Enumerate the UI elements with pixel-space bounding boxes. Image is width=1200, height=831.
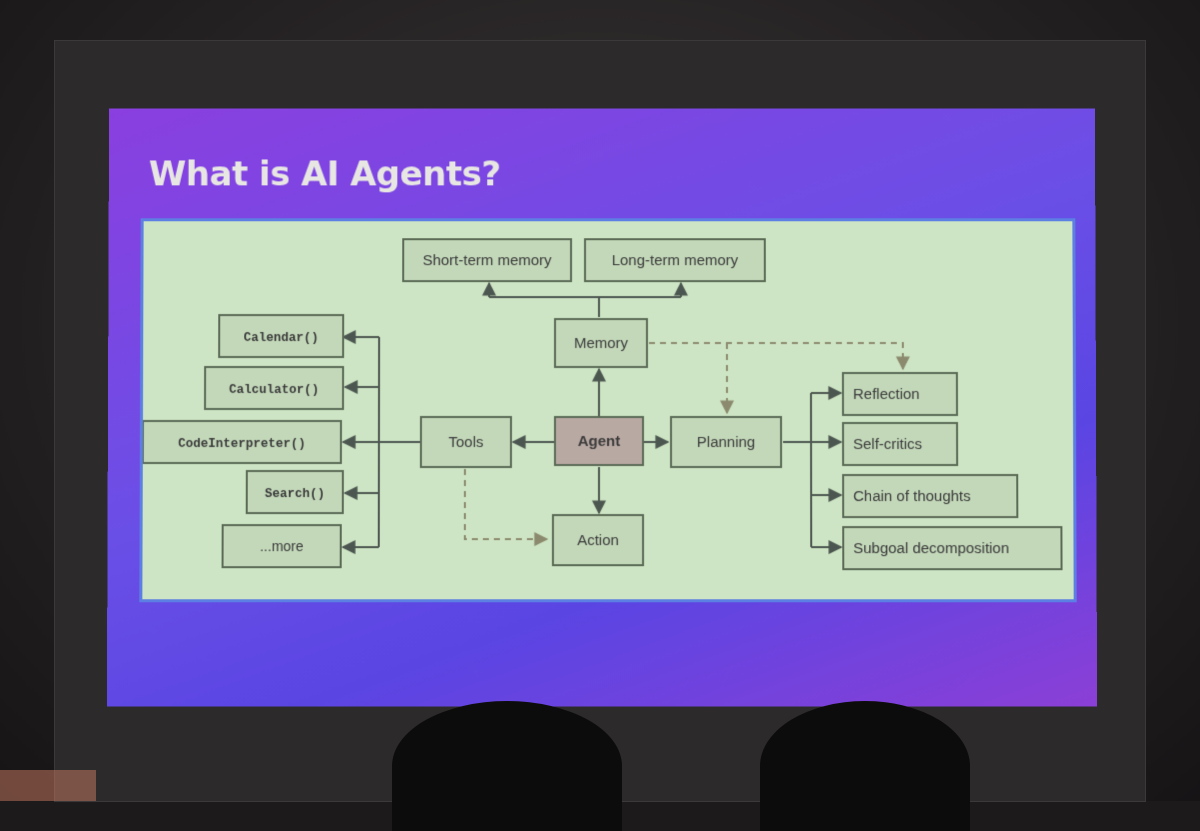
subgoal-decomposition-node: Subgoal decomposition xyxy=(843,527,1061,569)
long-term-memory-node: Long-term memory xyxy=(585,239,765,281)
action-node: Action xyxy=(553,515,643,565)
svg-text:CodeInterpreter(): CodeInterpreter() xyxy=(178,437,305,451)
svg-text:Chain of thoughts: Chain of thoughts xyxy=(853,488,971,505)
diagram-panel: Short-term memory Long-term memory Memor… xyxy=(139,218,1076,602)
svg-text:Calendar(): Calendar() xyxy=(244,331,319,345)
svg-text:Reflection: Reflection xyxy=(853,386,920,403)
svg-text:Short-term memory: Short-term memory xyxy=(423,252,552,269)
tool-search-node: Search() xyxy=(247,471,343,513)
slide-title: What is AI Agents? xyxy=(149,154,501,194)
slide: What is AI Agents? xyxy=(107,109,1097,707)
svg-text:Tools: Tools xyxy=(448,434,483,451)
svg-text:Planning: Planning xyxy=(697,434,755,451)
svg-text:Search(): Search() xyxy=(265,487,325,501)
chain-of-thoughts-node: Chain of thoughts xyxy=(843,475,1017,517)
reflection-node: Reflection xyxy=(843,373,957,415)
tools-node: Tools xyxy=(421,417,511,467)
svg-text:Agent: Agent xyxy=(578,433,620,450)
short-term-memory-node: Short-term memory xyxy=(403,239,571,281)
tool-calendar-node: Calendar() xyxy=(219,315,343,357)
planning-node: Planning xyxy=(671,417,781,467)
svg-text:Memory: Memory xyxy=(574,335,629,352)
audience-head-left xyxy=(392,701,622,831)
memory-node: Memory xyxy=(555,319,647,367)
svg-text:Self-critics: Self-critics xyxy=(853,436,922,453)
agent-diagram: Short-term memory Long-term memory Memor… xyxy=(142,221,1073,599)
self-critics-node: Self-critics xyxy=(843,423,957,465)
audience-head-right xyxy=(760,701,970,831)
tool-more-node: ...more xyxy=(223,525,341,567)
svg-text:Long-term memory: Long-term memory xyxy=(612,252,739,269)
svg-text:...more: ...more xyxy=(260,538,304,554)
tool-code-interpreter-node: CodeInterpreter() xyxy=(143,421,341,463)
corner-light xyxy=(0,770,96,801)
agent-node: Agent xyxy=(555,417,643,465)
svg-text:Action: Action xyxy=(577,532,619,549)
svg-text:Calculator(): Calculator() xyxy=(229,383,319,397)
tool-calculator-node: Calculator() xyxy=(205,367,343,409)
svg-text:Subgoal decomposition: Subgoal decomposition xyxy=(853,540,1009,557)
